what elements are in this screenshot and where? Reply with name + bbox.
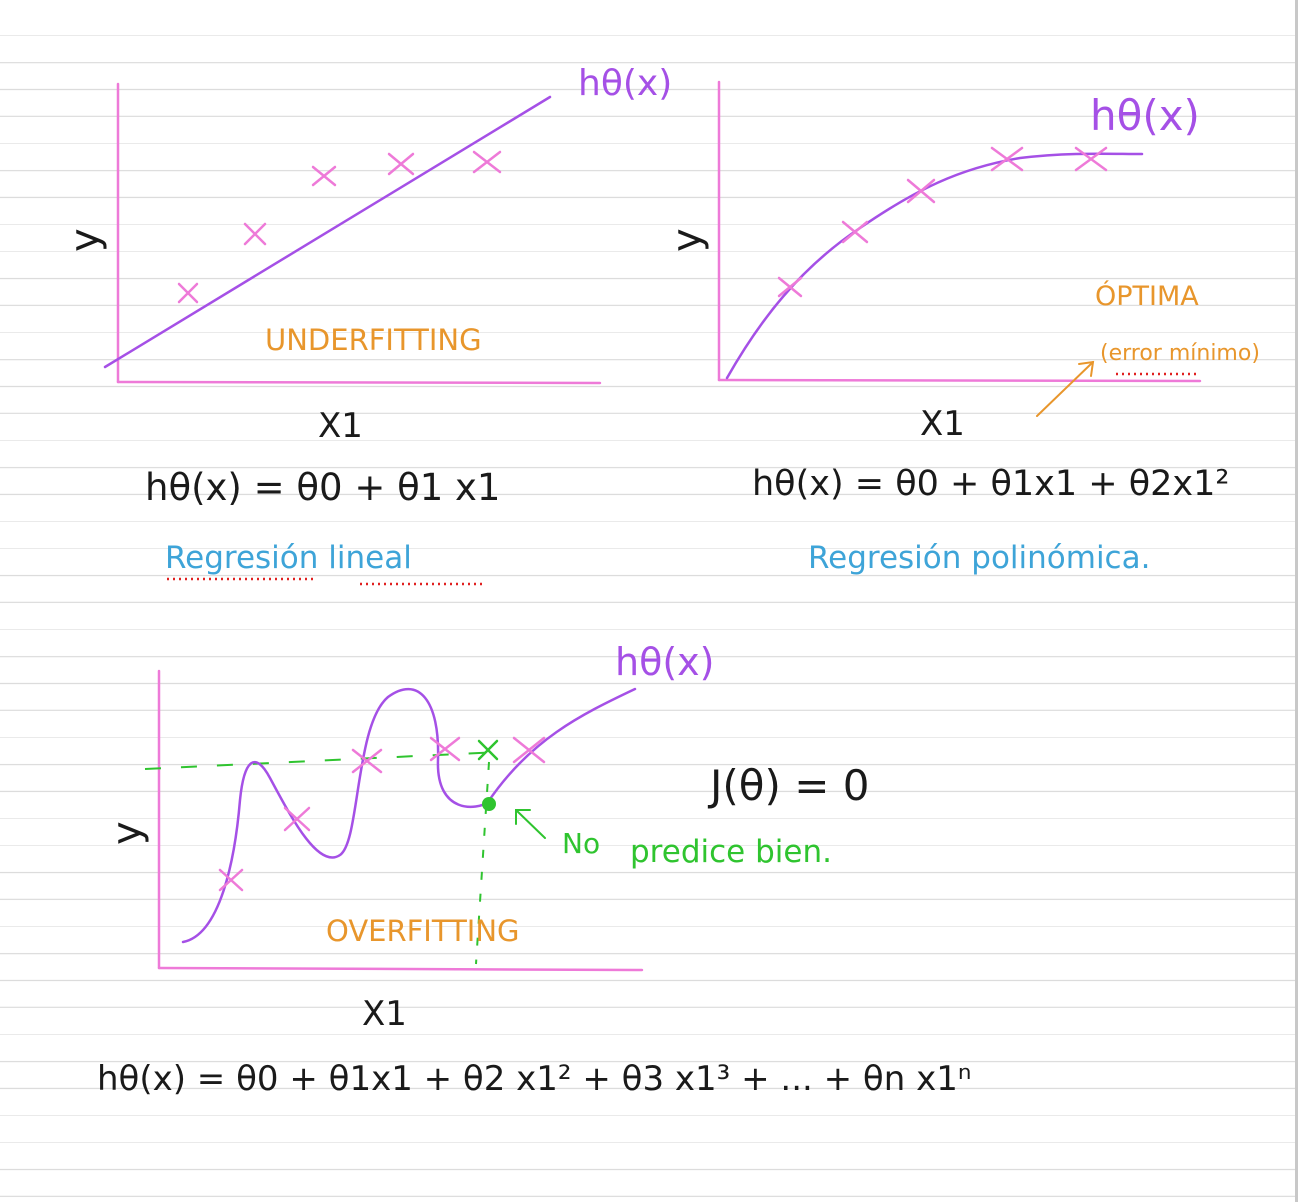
cost-function-label: J(θ) = 0 bbox=[707, 761, 869, 810]
optimal-hypothesis-curve bbox=[725, 152, 1144, 380]
overfitting-data-points bbox=[218, 736, 546, 892]
optimal-fit-label: ÓPTIMA bbox=[1095, 280, 1199, 312]
spellcheck-underline bbox=[167, 577, 482, 586]
optimal-curve-label: hθ(x) bbox=[1090, 91, 1200, 140]
optimal-x-label: X1 bbox=[920, 404, 965, 444]
overfitting-x-axis bbox=[157, 966, 644, 972]
overfitting-hypothesis-curve bbox=[181, 687, 637, 944]
data-point-cross bbox=[472, 150, 502, 174]
optimal-x-axis bbox=[717, 378, 1202, 383]
data-point-cross bbox=[429, 736, 461, 762]
no-predict-arrow bbox=[515, 809, 546, 839]
underfitting-x-label: X1 bbox=[318, 406, 363, 446]
underfitting-y-label: y bbox=[62, 228, 108, 252]
data-point-cross bbox=[311, 165, 337, 187]
no-predict-note: predice bien. bbox=[630, 834, 832, 870]
overfitting-formula: hθ(x) = θ0 + θ1x1 + θ2 x1² + θ3 x1³ + ..… bbox=[97, 1059, 971, 1099]
data-point-cross bbox=[243, 222, 267, 246]
underfitting-hypothesis-line bbox=[103, 95, 552, 369]
data-point-cross bbox=[351, 748, 383, 774]
optimal-pointer-arrow bbox=[1036, 360, 1095, 417]
data-point-cross bbox=[906, 178, 936, 204]
no-predict-note-prefix: No bbox=[562, 827, 600, 860]
optimal-data-points bbox=[777, 146, 1108, 298]
overfitting-fit-label: OVERFITTING bbox=[326, 914, 520, 948]
data-point-cross bbox=[218, 868, 244, 892]
underfitting-model-name: Regresión lineal bbox=[165, 540, 412, 576]
zero-error-level-line bbox=[144, 751, 501, 770]
overfitting-x-label: X1 bbox=[362, 994, 407, 1034]
optimal-y-label: y bbox=[664, 228, 710, 252]
underfitting-data-points bbox=[177, 150, 502, 304]
optimal-model-name: Regresión polinómica. bbox=[808, 540, 1150, 576]
data-point-cross bbox=[283, 806, 311, 832]
overfitting-panel: hθ(x) y X1 OVERFITTING J(θ) = 0 No predi… bbox=[97, 640, 971, 1099]
data-point-cross bbox=[512, 736, 546, 764]
data-point-cross bbox=[990, 146, 1024, 172]
new-point-cross bbox=[477, 739, 499, 761]
data-point-cross bbox=[841, 220, 869, 244]
underfitting-curve-label: hθ(x) bbox=[578, 63, 672, 104]
overfitting-curve-label: hθ(x) bbox=[615, 640, 714, 684]
underfitting-formula: hθ(x) = θ0 + θ1 x1 bbox=[145, 466, 500, 509]
data-point-cross bbox=[777, 276, 803, 298]
optimal-fit-note: (error mínimo) bbox=[1100, 341, 1260, 366]
new-point-prediction-dot bbox=[482, 797, 496, 811]
optimal-panel: hθ(x) y X1 ÓPTIMA (error mínimo) hθ(x) =… bbox=[664, 80, 1260, 576]
data-point-cross bbox=[387, 152, 415, 176]
data-point-cross bbox=[177, 282, 199, 304]
overfitting-y-label: y bbox=[104, 821, 150, 845]
underfitting-panel: hθ(x) y X1 UNDERFITTING hθ(x) = θ0 + θ1 … bbox=[62, 63, 672, 586]
page-edge bbox=[1295, 0, 1298, 1202]
underfitting-fit-label: UNDERFITTING bbox=[265, 323, 482, 357]
underfitting-x-axis bbox=[116, 380, 602, 385]
optimal-formula: hθ(x) = θ0 + θ1x1 + θ2x1² bbox=[752, 464, 1229, 504]
data-point-cross bbox=[1074, 146, 1108, 172]
